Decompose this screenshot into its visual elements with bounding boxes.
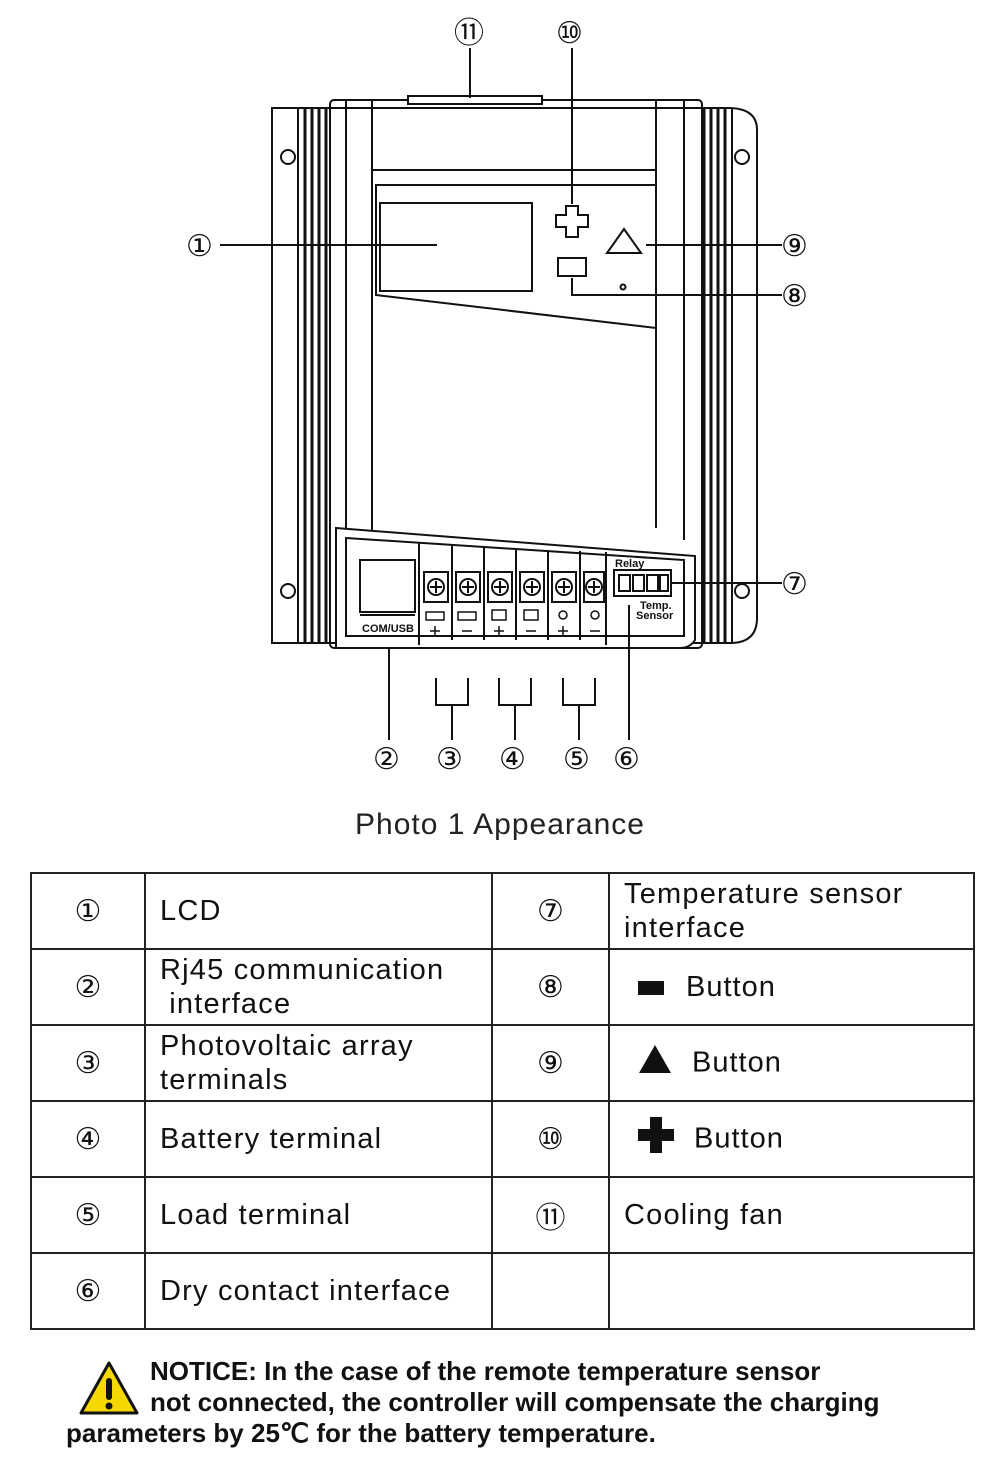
legend-description-line: Photovoltaic array xyxy=(160,1030,414,1062)
mounting-hole xyxy=(280,583,296,599)
legend-description-line: Cooling fan xyxy=(624,1199,784,1231)
mounting-hole xyxy=(734,583,750,599)
legend-description-line: terminals xyxy=(160,1064,289,1096)
com-usb-label: COM/USB xyxy=(362,623,414,635)
legend-description: Button xyxy=(608,1024,975,1102)
legend-description: Dry contact interface xyxy=(144,1252,493,1330)
lcd-screen xyxy=(379,202,533,292)
relay-temp-sensor-port xyxy=(613,569,672,597)
legend-description: Cooling fan xyxy=(608,1176,975,1254)
legend-number: ④ xyxy=(30,1100,146,1178)
legend-row: ⑤ Load terminal ⑪ Cooling fan xyxy=(30,1176,975,1254)
legend-description-line: interface xyxy=(160,988,292,1020)
callout-3: ③ xyxy=(436,743,463,776)
legend-number: ⑧ xyxy=(491,948,610,1026)
heat-sink-fins-left xyxy=(297,108,328,643)
mounting-hole xyxy=(734,149,750,165)
callout-1: ① xyxy=(186,230,213,263)
legend-description: Button xyxy=(608,1100,975,1178)
legend-description-line: Rj45 communication xyxy=(160,954,445,986)
figure-caption: Photo 1 Appearance xyxy=(355,808,645,841)
legend-number xyxy=(491,1252,610,1330)
legend-row: ④ Battery terminal ⑩ Button xyxy=(30,1100,975,1178)
relay-label: Relay xyxy=(615,558,645,570)
legend-description: LCD xyxy=(144,872,493,950)
legend-description-line: Battery terminal xyxy=(160,1123,383,1155)
sensor-label: Sensor xyxy=(636,610,674,622)
legend-number: ⑪ xyxy=(491,1176,610,1254)
legend-number: ⑦ xyxy=(491,872,610,950)
notice-line-1: NOTICE: In the case of the remote temper… xyxy=(150,1356,821,1386)
cooling-fan xyxy=(407,95,543,105)
legend-number: ① xyxy=(30,872,146,950)
legend-description-line: Dry contact interface xyxy=(160,1275,452,1307)
minus-button-icon xyxy=(638,971,666,1004)
legend-description-line: LCD xyxy=(160,895,222,927)
callout-8: ⑧ xyxy=(781,280,808,313)
callout-10: ⑩ xyxy=(556,17,583,50)
notice-line-2: not connected, the controller will compe… xyxy=(150,1387,880,1417)
callout-7: ⑦ xyxy=(781,568,808,601)
mounting-hole xyxy=(280,149,296,165)
notice-line-3: parameters by 25℃ for the battery temper… xyxy=(66,1418,656,1448)
display-panel xyxy=(375,184,657,330)
callout-2: ② xyxy=(373,743,400,776)
legend-number: ③ xyxy=(30,1024,146,1102)
notice-text: NOTICE: In the case of the remote temper… xyxy=(66,1356,966,1449)
callout-6: ⑥ xyxy=(613,743,640,776)
callout-9: ⑨ xyxy=(781,230,808,263)
callout-11: ⑪ xyxy=(454,17,484,50)
up-button xyxy=(605,227,643,254)
leader-lines xyxy=(220,48,782,740)
legend-description-line: interface xyxy=(624,912,747,944)
legend-number: ⑥ xyxy=(30,1252,146,1330)
warning-triangle-icon xyxy=(79,1361,139,1415)
mounting-plate xyxy=(271,107,758,644)
legend-number: ② xyxy=(30,948,146,1026)
heat-sink-fins-right xyxy=(702,108,733,643)
legend-description: Load terminal xyxy=(144,1176,493,1254)
legend-description-line: Button xyxy=(694,1122,784,1155)
legend-description xyxy=(608,1252,975,1330)
legend-number: ⑨ xyxy=(491,1024,610,1102)
temp-label: Temp. xyxy=(640,600,672,612)
legend-number: ⑩ xyxy=(491,1100,610,1178)
legend-row: ⑥ Dry contact interface xyxy=(30,1252,975,1330)
screw-terminals xyxy=(423,545,605,640)
callout-4: ④ xyxy=(499,743,526,776)
rj45-port xyxy=(359,559,416,613)
legend-description: Button xyxy=(608,948,975,1026)
legend-description: Battery terminal xyxy=(144,1100,493,1178)
legend-description-line: Button xyxy=(692,1046,782,1079)
plus-button-icon xyxy=(638,1117,674,1161)
legend-number: ⑤ xyxy=(30,1176,146,1254)
legend-description-line: Temperature sensor xyxy=(624,878,904,910)
legend-description: Rj45 communication interface xyxy=(144,948,493,1026)
controller-appearance-diagram: COM/USB Relay Temp. Sensor ① ② ③ ④ ⑤ ⑥ ⑦… xyxy=(186,17,808,776)
triangle-button-icon xyxy=(638,1044,672,1082)
legend-description-line: Button xyxy=(686,970,776,1003)
minus-button xyxy=(557,257,587,277)
legend-description-line: Load terminal xyxy=(160,1199,352,1231)
callout-5: ⑤ xyxy=(563,743,590,776)
plus-button xyxy=(555,205,589,238)
